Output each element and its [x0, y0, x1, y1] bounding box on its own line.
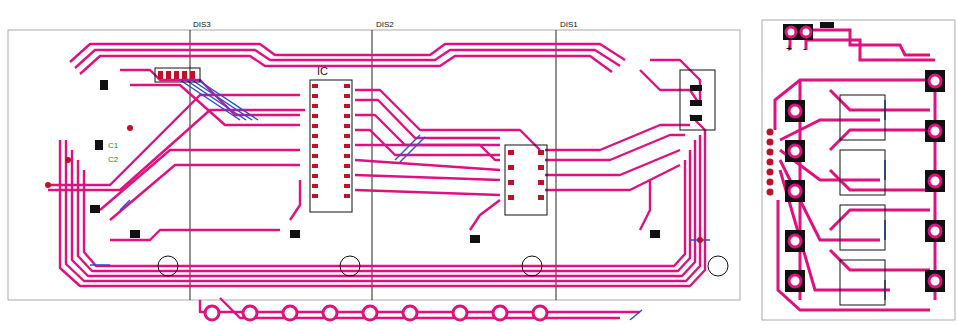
pcb-label: IC [317, 66, 328, 77]
pcb-label: + [786, 44, 792, 54]
pcb-label: DIS1 [560, 21, 578, 29]
pcb-label: DIS3 [193, 21, 211, 29]
pcb-label: DIS2 [376, 21, 394, 29]
pcb-label: C2 [108, 156, 118, 164]
pcb-label: - [803, 44, 806, 54]
pcb-label: C1 [108, 142, 118, 150]
